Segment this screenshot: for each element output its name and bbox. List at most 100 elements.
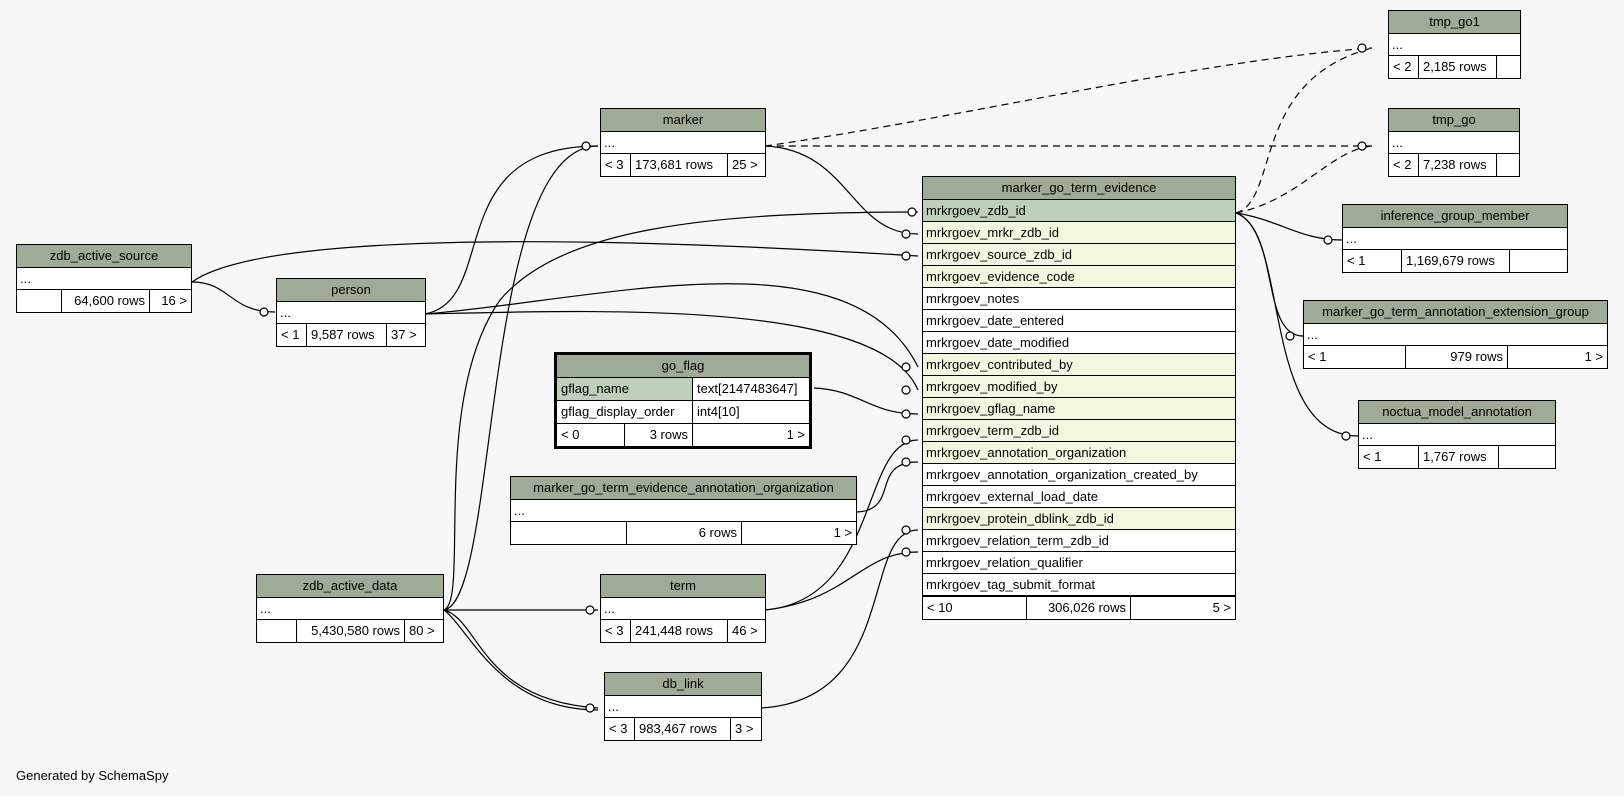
parents-count: < 10 xyxy=(923,597,1027,619)
row-count: 5,430,580 rows xyxy=(297,620,405,642)
row-count: 241,448 rows xyxy=(631,620,728,642)
column-row: mrkrgoev_relation_qualifier xyxy=(923,552,1235,574)
table-marker[interactable]: marker ... < 3 173,681 rows 25 > xyxy=(600,108,766,177)
generated-by-label: Generated by SchemaSpy xyxy=(16,768,169,783)
crowfoot-marker xyxy=(901,435,911,445)
table-row: ... xyxy=(511,500,856,522)
parents-count: < 3 xyxy=(601,620,631,642)
parents-count: < 1 xyxy=(277,324,307,346)
crowfoot-marker xyxy=(1357,43,1367,53)
column-row: mrkrgoev_gflag_name xyxy=(923,398,1235,420)
column-row: mrkrgoev_external_load_date xyxy=(923,486,1235,508)
table-header: go_flag xyxy=(557,355,809,378)
crowfoot-marker xyxy=(901,362,911,372)
table-footer: < 0 3 rows 1 > xyxy=(557,424,809,446)
edge-data-dblink-a xyxy=(443,609,599,709)
edge-mgte-tmp-go xyxy=(1235,145,1373,214)
parents-count xyxy=(257,620,297,642)
table-header: marker xyxy=(601,109,765,132)
children-count: 5 > xyxy=(1212,600,1231,615)
children-count xyxy=(1497,154,1519,176)
table-header: marker_go_term_evidence_annotation_organ… xyxy=(511,477,856,500)
crowfoot-marker xyxy=(581,141,591,151)
table-marker-go-term-evidence[interactable]: marker_go_term_evidence mrkrgoev_zdb_id … xyxy=(922,176,1236,620)
children-count: 16 > xyxy=(161,293,187,308)
row-count: 64,600 rows xyxy=(62,290,150,312)
children-count: 37 > xyxy=(391,327,417,342)
column-row: mrkrgoev_annotation_organization_created… xyxy=(923,464,1235,486)
table-tmp-go1[interactable]: tmp_go1 ... < 2 2,185 rows xyxy=(1388,10,1521,79)
parents-count: < 1 xyxy=(1343,250,1402,272)
row-count: 983,467 rows xyxy=(635,718,731,740)
column-row: mrkrgoev_zdb_id xyxy=(923,200,1235,222)
table-footer: 64,600 rows 16 > xyxy=(17,290,191,312)
column-row: mrkrgoev_protein_dblink_zdb_id xyxy=(923,508,1235,530)
parents-count: < 2 xyxy=(1389,154,1419,176)
table-noctua-model-annotation[interactable]: noctua_model_annotation ... < 1 1,767 ro… xyxy=(1358,400,1556,469)
crowfoot-marker xyxy=(1357,141,1367,151)
children-count xyxy=(1497,56,1520,78)
parents-count: < 3 xyxy=(601,154,631,176)
table-person[interactable]: person ... < 1 9,587 rows 37 > xyxy=(276,278,426,347)
table-header: marker_go_term_annotation_extension_grou… xyxy=(1304,301,1607,324)
row-count: 1,169,679 rows xyxy=(1402,250,1510,272)
column-name: gflag_display_order xyxy=(557,401,693,423)
table-row: ... xyxy=(277,302,425,324)
table-header: term xyxy=(601,575,765,598)
edge-dblink-mgte xyxy=(760,529,919,709)
table-footer: < 1 1,767 rows xyxy=(1359,446,1555,468)
crowfoot-marker xyxy=(1341,431,1351,441)
crowfoot-marker xyxy=(1285,331,1295,341)
table-go-flag[interactable]: go_flag gflag_name text[2147483647] gfla… xyxy=(554,352,812,449)
table-zdb-active-data[interactable]: zdb_active_data ... 5,430,580 rows 80 > xyxy=(256,574,444,643)
column-row: mrkrgoev_date_modified xyxy=(923,332,1235,354)
children-count: 25 > xyxy=(732,157,758,172)
row-count: 7,238 rows xyxy=(1419,154,1497,176)
parents-count: < 1 xyxy=(1304,346,1406,368)
table-row: gflag_name text[2147483647] xyxy=(557,378,809,401)
children-count: 3 > xyxy=(735,721,754,736)
table-mgt-annotation-extension-group[interactable]: marker_go_term_annotation_extension_grou… xyxy=(1303,300,1608,369)
parents-count: < 3 xyxy=(605,718,635,740)
parents-count: < 0 xyxy=(557,424,625,446)
crowfoot-marker xyxy=(901,547,911,557)
table-mgte-annotation-organization[interactable]: marker_go_term_evidence_annotation_organ… xyxy=(510,476,857,545)
children-count: 1 > xyxy=(833,525,852,540)
table-row: ... xyxy=(1389,34,1520,56)
table-footer: < 3 241,448 rows 46 > xyxy=(601,620,765,642)
table-tmp-go[interactable]: tmp_go ... < 2 7,238 rows xyxy=(1388,108,1520,177)
table-row: ... xyxy=(601,132,765,154)
edge-data-dblink-b xyxy=(443,609,599,711)
edge-term-mgte-rel xyxy=(764,551,919,611)
row-count: 3 rows xyxy=(625,424,693,446)
column-row: mrkrgoev_term_zdb_id xyxy=(923,420,1235,442)
table-row: ... xyxy=(17,268,191,290)
edge-person-marker xyxy=(424,145,599,315)
edge-marker-mgte xyxy=(764,145,919,235)
table-footer: < 10 306,026 rows 5 > xyxy=(923,596,1235,619)
table-row: ... xyxy=(1389,132,1519,154)
children-count xyxy=(1510,250,1567,272)
table-footer: < 2 2,185 rows xyxy=(1389,56,1520,78)
table-db-link[interactable]: db_link ... < 3 983,467 rows 3 > xyxy=(604,672,762,741)
table-header: inference_group_member xyxy=(1343,205,1567,228)
crowfoot-marker xyxy=(901,385,911,395)
table-header: tmp_go1 xyxy=(1389,11,1520,34)
column-row: mrkrgoev_relation_term_zdb_id xyxy=(923,530,1235,552)
table-row: ... xyxy=(1304,324,1607,346)
table-term[interactable]: term ... < 3 241,448 rows 46 > xyxy=(600,574,766,643)
column-row: mrkrgoev_source_zdb_id xyxy=(923,244,1235,266)
table-header: person xyxy=(277,279,425,302)
edge-goflag-mgte xyxy=(813,387,919,415)
table-footer: < 3 983,467 rows 3 > xyxy=(605,718,761,740)
table-inference-group-member[interactable]: inference_group_member ... < 1 1,169,679… xyxy=(1342,204,1568,273)
children-count: 80 > xyxy=(409,623,435,638)
table-header: noctua_model_annotation xyxy=(1359,401,1555,424)
table-header: tmp_go xyxy=(1389,109,1519,132)
table-zdb-active-source[interactable]: zdb_active_source ... 64,600 rows 16 > xyxy=(16,244,192,313)
column-row: mrkrgoev_annotation_organization xyxy=(923,442,1235,464)
crowfoot-marker xyxy=(1323,235,1333,245)
children-count: 46 > xyxy=(732,623,758,638)
row-count: 979 rows xyxy=(1406,346,1508,368)
edge-mgte-tmp-go1 xyxy=(1235,47,1373,214)
